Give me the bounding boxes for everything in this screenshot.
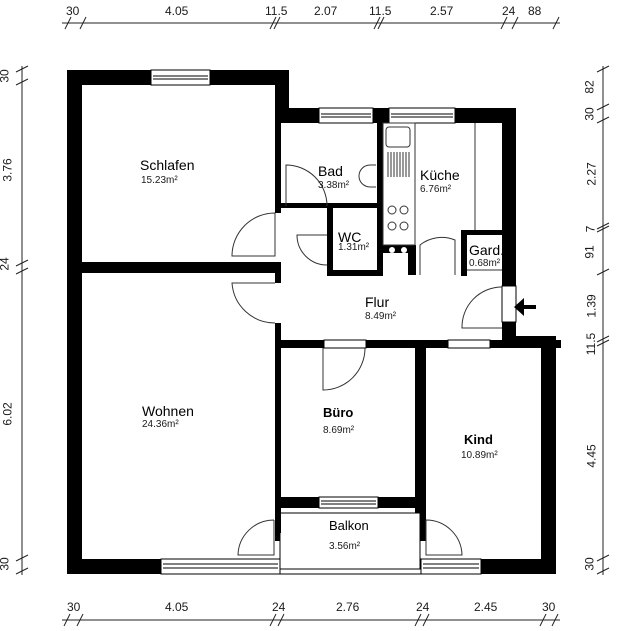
door-swings <box>231 164 503 556</box>
room-name-kind: Kind <box>464 432 493 447</box>
room-area-balkon: 3.56m² <box>329 541 361 552</box>
room-name-flur: Flur <box>365 294 390 310</box>
drainboard <box>387 152 410 177</box>
room-area-kueche: 6.76m² <box>420 184 452 195</box>
room-area-buero: 8.69m² <box>323 425 355 436</box>
room-name-gard: Gard. <box>469 242 505 258</box>
windows <box>150 69 517 575</box>
dim-right-3: 7 <box>583 225 598 233</box>
room-name-buero: Büro <box>323 405 354 420</box>
dim-right-7: 4.45 <box>584 444 599 468</box>
room-area-wohnen: 24.36m² <box>142 419 179 430</box>
room-name-wc: WC <box>338 229 362 245</box>
dim-right-6: 11.5 <box>584 332 599 356</box>
room-area-bad: 3.38m² <box>318 180 350 191</box>
room-name-bad: Bad <box>318 163 343 179</box>
room-area-gard: 0.68m² <box>469 258 501 269</box>
dim-bottom-1: 4.05 <box>165 600 189 614</box>
room-area-wc: 1.31m² <box>338 242 370 253</box>
dim-left-4: 30 <box>0 557 12 571</box>
room-name-wohnen: Wohnen <box>142 403 194 419</box>
dim-left-3: 6.02 <box>0 402 15 426</box>
walls <box>67 70 561 574</box>
entrance-arrow-icon <box>514 298 536 316</box>
dim-right-2: 2.27 <box>584 162 599 186</box>
stove-dots <box>389 247 407 253</box>
room-name-schlafen: Schlafen <box>140 157 195 173</box>
room-name-kueche: Küche <box>420 167 460 183</box>
dim-bottom-0: 30 <box>67 600 81 614</box>
dim-top-3: 2.07 <box>314 4 338 18</box>
dim-top-5: 2.57 <box>430 4 454 18</box>
dim-left-0: 30 <box>0 69 12 83</box>
room-area-schlafen: 15.23m² <box>141 175 178 186</box>
balcony-outline <box>279 512 421 570</box>
dim-right-1: 30 <box>582 107 597 121</box>
dim-bottom-4: 24 <box>416 600 430 614</box>
room-name-balkon: Balkon <box>329 518 369 533</box>
dim-right-4: 91 <box>582 245 597 259</box>
room-area-kind: 10.89m² <box>461 450 498 461</box>
room-area-flur: 8.49m² <box>365 311 397 322</box>
dim-bottom-2: 24 <box>272 600 286 614</box>
dim-right-5: 1.39 <box>584 294 599 318</box>
dim-top-0: 30 <box>66 4 80 18</box>
dim-top-7: 88 <box>528 4 542 18</box>
dim-right-8: 30 <box>582 557 597 571</box>
dim-top-1: 4.05 <box>165 4 189 18</box>
dim-top-2: 11.5 <box>265 4 288 18</box>
dim-bottom-3: 2.76 <box>336 600 360 614</box>
dim-left-2: 24 <box>0 257 12 271</box>
kitchen-fixtures <box>358 122 476 246</box>
dim-right-0: 82 <box>582 80 597 94</box>
dim-bottom-5: 2.45 <box>474 600 498 614</box>
dim-bottom-6: 30 <box>542 600 556 614</box>
dim-left-1: 3.76 <box>0 158 15 182</box>
dim-top-6: 24 <box>502 4 516 18</box>
dimension-lines <box>15 16 610 627</box>
dim-top-4: 11.5 <box>369 4 392 18</box>
